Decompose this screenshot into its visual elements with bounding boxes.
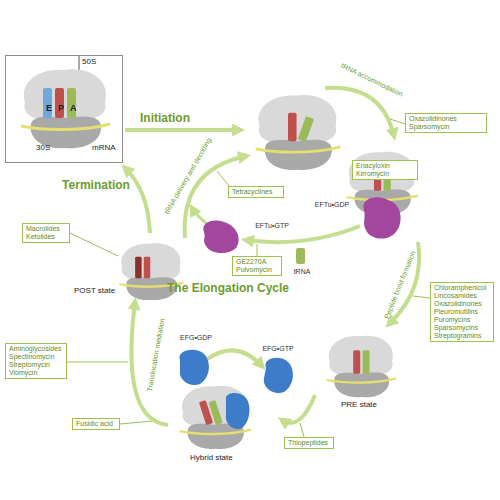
step-label: tRNA accommodation: [340, 62, 404, 99]
leader-line: [300, 423, 304, 437]
subunit-label: 50S: [82, 58, 96, 66]
trna: [363, 350, 370, 373]
antibiotic-box: Thiopeptides: [284, 437, 334, 449]
antibiotic-box: Aminoglycosides Spectinomycin Streptomyc…: [5, 343, 67, 379]
state-label: PRE state: [341, 401, 377, 409]
efg-protein: [179, 350, 208, 385]
box-text: Tetracyclines: [232, 188, 280, 196]
recycle-arrow: [192, 208, 207, 224]
box-text: Thiopeptides: [288, 439, 330, 447]
leader-line: [120, 421, 152, 424]
strand-label: mRNA: [92, 144, 116, 152]
recycle-arrow: [206, 350, 262, 366]
state-label: POST state: [74, 287, 115, 295]
box-text: Chloramphenicol Lincosamides Oxazolidino…: [434, 284, 490, 340]
antibiotic-box: Chloramphenicol Lincosamides Oxazolidino…: [430, 282, 494, 342]
site-letter: A: [70, 104, 77, 113]
step-label: Peptide bond formation: [383, 250, 417, 320]
cycle-arrow: [131, 302, 168, 425]
ribosome: [327, 336, 396, 398]
stage-heading: Termination: [62, 179, 130, 192]
ribosome-state: Hybrid state: [168, 378, 282, 466]
site-letter: P: [58, 104, 64, 113]
ribosome-body: [256, 95, 341, 170]
inset-frame: 50S EPA 30S mRNA: [5, 55, 123, 163]
cycle-arrow: [282, 395, 315, 423]
state-label: Hybrid state: [190, 454, 233, 462]
step-label: tRNA delivery and decoding: [163, 137, 213, 216]
ribosome-body: [21, 69, 110, 148]
leader-line: [390, 119, 405, 124]
cycle-arrow: [125, 128, 240, 132]
leader-line: [413, 296, 430, 298]
efg-protein: [264, 358, 293, 393]
box-text: Fusidic acid: [76, 420, 116, 428]
diagram-title: The Elongation Cycle: [167, 282, 289, 295]
ribosome: [180, 386, 251, 449]
eftu-protein: [203, 220, 238, 253]
antibiotic-box: Oxazolidinones Sparsomycin: [405, 113, 487, 133]
trna: [298, 116, 314, 142]
cycle-arrow: [125, 168, 150, 233]
pointer-line: [79, 56, 80, 70]
trna: [135, 257, 141, 279]
leader-line: [70, 233, 118, 256]
antibiotic-box: GE2270A Pulvomycin: [232, 256, 282, 276]
factor-label: EFTu•GTP: [255, 222, 289, 230]
trna: [288, 113, 297, 141]
antibiotic-box: Macrolides Ketolides: [22, 223, 70, 243]
ribosome: [256, 95, 341, 170]
leader-line: [67, 362, 128, 363]
subunit-label: 30S: [36, 144, 50, 152]
antibiotic-box: Enacyloxin Kirromycin: [352, 160, 418, 180]
site-letter: E: [46, 104, 52, 113]
stage-heading: Initiation: [140, 112, 190, 125]
trna: [67, 88, 76, 118]
factor-label: EFG•GTP: [262, 345, 293, 353]
trna: [43, 88, 52, 118]
antibiotic-box: Fusidic acid: [72, 418, 120, 430]
antibiotic-box: Tetracyclines: [228, 186, 284, 198]
ribosome-body: [327, 336, 396, 398]
ribosome-state: PRE state: [315, 325, 405, 414]
box-text: Enacyloxin Kirromycin: [356, 162, 414, 178]
box-text: Oxazolidinones Sparsomycin: [409, 115, 483, 131]
eftu-protein: [363, 197, 400, 238]
trna: [208, 400, 222, 425]
factor-label: EFTu•GDP: [315, 201, 349, 209]
trna: [353, 350, 360, 373]
leader-line: [257, 244, 258, 256]
ribosome: [21, 69, 110, 148]
box-text: GE2270A Pulvomycin: [236, 258, 278, 274]
box-text: Macrolides Ketolides: [26, 225, 66, 241]
trna: [296, 248, 305, 264]
trna: [55, 88, 64, 118]
step-label: Translocation mediation: [146, 318, 166, 392]
factor-label: tRNA: [294, 268, 311, 276]
ribosome-body: [180, 386, 251, 449]
leader-line: [217, 171, 230, 187]
trna: [144, 257, 150, 279]
factor-label: EFG•GDP: [180, 334, 212, 342]
box-text: Aminoglycosides Spectinomycin Streptomyc…: [9, 345, 63, 377]
efg-protein: [226, 393, 250, 429]
